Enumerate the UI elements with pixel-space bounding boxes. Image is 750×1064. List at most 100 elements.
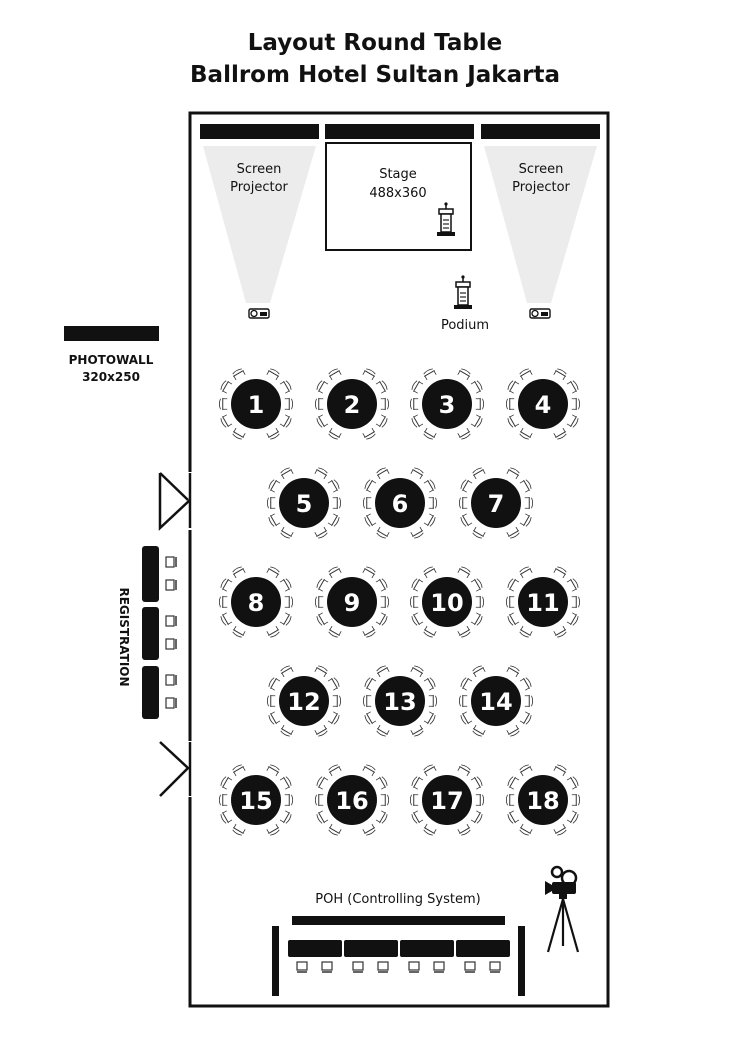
- chair-icon: [332, 694, 342, 708]
- chair-icon: [219, 809, 233, 825]
- stage-size: 488x360: [369, 186, 426, 201]
- projector-icon: [529, 308, 551, 319]
- round-table-7: 7: [458, 466, 534, 540]
- chair-icon: [571, 595, 581, 609]
- chair-icon: [165, 638, 177, 650]
- chair-icon: [506, 611, 520, 627]
- chair-icon: [506, 413, 520, 429]
- venue-subtitle: Ballrom Hotel Sultan Jakarta: [190, 62, 560, 88]
- table-top: [471, 478, 521, 528]
- round-table-2: 2: [314, 367, 390, 441]
- chair-icon: [321, 961, 333, 973]
- chair-icon: [422, 427, 438, 441]
- round-table-8: 8: [218, 565, 294, 639]
- chair-icon: [433, 961, 445, 973]
- chair-icon: [470, 413, 484, 429]
- chair-icon: [279, 809, 293, 825]
- chair-icon: [552, 823, 568, 837]
- chair-icon: [566, 611, 580, 627]
- chair-icon: [231, 565, 247, 579]
- table-top: [471, 676, 521, 726]
- table-number: 7: [488, 490, 505, 518]
- chair-icon: [279, 664, 295, 678]
- chair-icon: [231, 763, 247, 777]
- chair-icon: [231, 367, 247, 381]
- round-table-9: 9: [314, 565, 390, 639]
- chair-icon: [363, 512, 377, 528]
- chair-icon: [284, 595, 294, 609]
- chair-icon: [362, 496, 372, 510]
- chair-icon: [361, 763, 377, 777]
- chair-icon: [524, 694, 534, 708]
- table-number: 18: [526, 787, 559, 815]
- chair-icon: [363, 676, 377, 692]
- chair-icon: [375, 466, 391, 480]
- chair-icon: [456, 427, 472, 441]
- chair-icon: [231, 427, 247, 441]
- table-top: [422, 775, 472, 825]
- chair-icon: [410, 577, 424, 593]
- chair-icon: [506, 379, 520, 395]
- chair-icon: [519, 478, 533, 494]
- chair-icon: [352, 961, 364, 973]
- chair-icon: [380, 397, 390, 411]
- chair-icon: [279, 413, 293, 429]
- right-screen-label: Screen: [519, 162, 564, 177]
- round-table-15: 15: [218, 763, 294, 837]
- chair-icon: [165, 579, 177, 591]
- chair-icon: [459, 512, 473, 528]
- chair-icon: [519, 512, 533, 528]
- chair-icon: [165, 615, 177, 627]
- chair-icon: [380, 595, 390, 609]
- chair-icon: [518, 823, 534, 837]
- table-top: [375, 478, 425, 528]
- poh-right-divider: [518, 926, 525, 996]
- chair-icon: [375, 809, 389, 825]
- chair-icon: [506, 775, 520, 791]
- chair-icon: [471, 724, 487, 738]
- chair-icon: [518, 427, 534, 441]
- table-top: [327, 379, 377, 429]
- projector-icon: [248, 308, 270, 319]
- chair-icon: [518, 625, 534, 639]
- chair-icon: [456, 763, 472, 777]
- chair-icon: [470, 809, 484, 825]
- chair-icon: [422, 823, 438, 837]
- chair-icon: [409, 724, 425, 738]
- chair-icon: [470, 775, 484, 791]
- chair-icon: [165, 697, 177, 709]
- chair-icon: [375, 664, 391, 678]
- chair-icon: [267, 676, 281, 692]
- chair-icon: [552, 763, 568, 777]
- chair-icon: [456, 823, 472, 837]
- chair-icon: [361, 367, 377, 381]
- chair-icon: [458, 496, 468, 510]
- right-projector-label: Projector: [512, 180, 570, 195]
- chair-icon: [218, 397, 228, 411]
- chair-icon: [459, 676, 473, 692]
- table-top: [327, 577, 377, 627]
- chair-icon: [410, 775, 424, 791]
- chair-icon: [219, 379, 233, 395]
- chair-icon: [475, 793, 485, 807]
- chair-icon: [218, 793, 228, 807]
- table-number: 17: [430, 787, 463, 815]
- right-screen-bar: [481, 124, 600, 139]
- table-top: [231, 379, 281, 429]
- chair-icon: [361, 427, 377, 441]
- chair-icon: [219, 775, 233, 791]
- chair-icon: [265, 427, 281, 441]
- chair-icon: [231, 625, 247, 639]
- table-number: 13: [383, 688, 416, 716]
- chair-icon: [313, 526, 329, 540]
- entrance-door-upper: [158, 472, 192, 531]
- chair-icon: [327, 625, 343, 639]
- chair-icon: [410, 809, 424, 825]
- chair-icon: [552, 427, 568, 441]
- chair-icon: [470, 611, 484, 627]
- chair-icon: [505, 466, 521, 480]
- chair-icon: [266, 496, 276, 510]
- chair-icon: [409, 793, 419, 807]
- chair-icon: [361, 625, 377, 639]
- chair-icon: [315, 611, 329, 627]
